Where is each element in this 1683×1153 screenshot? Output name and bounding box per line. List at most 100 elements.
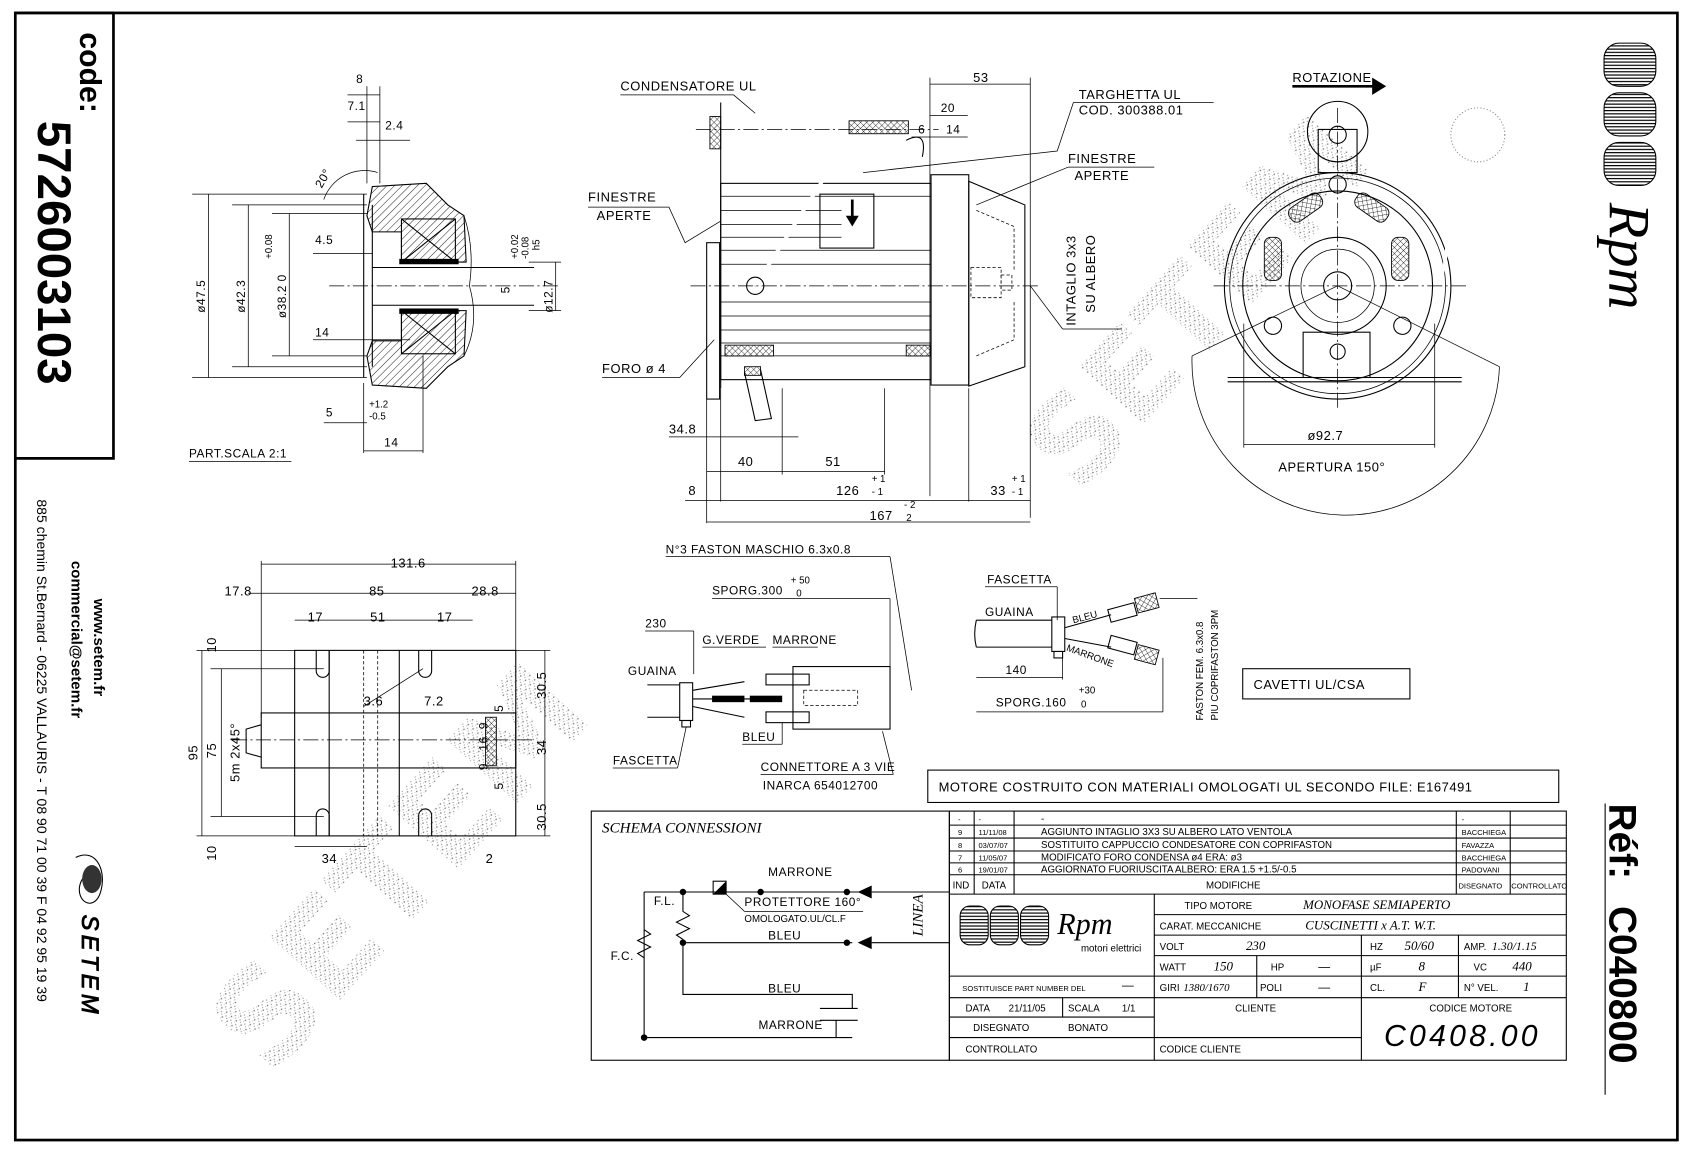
disegnato-label: DISEGNATO	[973, 1023, 1030, 1034]
dim-75: 75	[204, 743, 219, 758]
schema-linea: LINEA	[910, 893, 926, 937]
drawing-rect	[930, 174, 970, 386]
coil-logo-icon	[989, 905, 1019, 946]
revision-date: 11/11/08	[978, 828, 1006, 837]
drawing-line	[1337, 285, 1500, 368]
dim-126-tol-plus: + 1	[872, 474, 886, 485]
dim-7-2: 7.2	[424, 693, 444, 708]
rpm-title-logo: Rpm motori elettrici	[959, 905, 1141, 954]
label-su-albero: SU ALBERO	[1083, 235, 1098, 313]
carat-label: CARAT. MECCANICHE	[1160, 922, 1262, 933]
drawing-polyline	[15, 11, 115, 460]
drawing-rect	[1133, 644, 1160, 666]
drawing-circle	[679, 888, 687, 896]
drawing-path	[602, 339, 715, 378]
code-label: code:	[73, 32, 106, 113]
dim-10-top: 10	[204, 637, 219, 652]
dim-4-5: 4.5	[315, 233, 333, 247]
revision-date: -	[978, 815, 981, 824]
drawing-g	[1263, 192, 1410, 281]
schema-marrone-low: MARRONE	[758, 1018, 822, 1032]
vel-value: 1	[1523, 979, 1529, 994]
disegnato-value: BONATO	[1068, 1023, 1108, 1034]
dim-5: 5	[326, 405, 333, 419]
dim-51: 51	[825, 454, 840, 469]
dim-28-8: 28.8	[472, 583, 499, 598]
vel-label: N° VEL.	[1464, 983, 1499, 994]
drawing-rect	[1051, 616, 1066, 653]
dim-tol2-minus: -0.08	[521, 237, 532, 259]
tipo-motore-value: MONOFASE SEMIAPERTO	[1302, 897, 1451, 912]
cavetti-text: CAVETTI UL/CSA	[1254, 677, 1366, 692]
rpm-brand-logo: Rpm	[1596, 42, 1661, 310]
email-link[interactable]: commercial@setem.fr	[67, 561, 84, 718]
carat-value: CUSCINETTI x A.T. W.T.	[1305, 918, 1436, 933]
title-logo-name: Rpm	[1056, 907, 1112, 941]
dim-53: 53	[973, 70, 988, 85]
drawing-line	[725, 893, 745, 912]
revision-header-desc: MODIFICHE	[1206, 881, 1261, 892]
schema-bleu-low: BLEU	[768, 981, 801, 995]
drawing-g	[636, 880, 950, 1041]
dim-34-8: 34.8	[669, 422, 696, 437]
drawing-rect	[1317, 128, 1358, 174]
drawing-g	[612, 556, 912, 775]
dim-33-tol-plus: + 1	[1012, 474, 1026, 485]
dim-dia-92-7: ø92.7	[1307, 428, 1343, 443]
dim-126: 126	[836, 483, 859, 498]
drawing-g	[640, 885, 872, 1041]
dim-34-bottom: 34	[322, 851, 337, 866]
watt-label: WATT	[1160, 963, 1186, 974]
drawing-rect	[1302, 331, 1371, 379]
dim-dia-47-5: ø47.5	[194, 280, 208, 313]
label-finestre-right: FINESTRE	[1068, 151, 1136, 166]
motor-side-view: CONDENSATORE UL FINESTRE APERTE 53 20 6 …	[588, 70, 1214, 524]
drawing-circle	[640, 1034, 648, 1041]
drawing-rect	[1391, 236, 1410, 281]
drawing-rect	[927, 769, 1560, 804]
revision-drawn: BACCHIEGA	[1462, 854, 1507, 863]
sostituisce-value: —	[1122, 978, 1134, 992]
sporg-160-tol-minus: 0	[1081, 700, 1087, 711]
label-foro: FORO ø 4	[602, 361, 666, 376]
scala-label: SCALA	[1068, 1004, 1100, 1015]
connector-drawing: N°3 FASTON MASCHIO 6.3x0.8 SPORG.300 + 5…	[612, 542, 912, 793]
drawing-rect	[848, 120, 909, 135]
revision-ind: 8	[958, 841, 962, 850]
tipo-motore-label: TIPO MOTORE	[1184, 901, 1252, 912]
revision-desc: SOSTITUITO CAPPUCCIO CONDESATORE CON COP…	[1041, 840, 1332, 851]
drawing-path	[245, 724, 262, 758]
drawing-path	[753, 136, 907, 287]
dim-167: 167	[870, 508, 893, 523]
dim-20: 20	[941, 101, 955, 115]
dim-14-bottom: 14	[384, 436, 398, 450]
drawing-rect	[743, 366, 762, 376]
ul-notice: MOTORE COSTRUITO CON MATERIALI OMOLOGATI…	[927, 769, 1560, 804]
revision-drawn: BACCHIEGA	[1462, 828, 1507, 837]
dim-131-6: 131.6	[391, 555, 426, 570]
volt-value: 230	[1246, 938, 1266, 953]
motor-bottom-view: 131.6 17.8 85 28.8 17 51 17 10 95 75 5m …	[186, 555, 551, 866]
revision-date: 19/01/07	[978, 866, 1007, 875]
drawing-path	[819, 1007, 858, 1038]
drawing-path	[315, 650, 330, 678]
label-g-verde: G.VERDE	[702, 633, 759, 647]
revision-header-checked: CONTROLLATO	[1511, 882, 1567, 891]
product-code: 5726003103	[27, 121, 80, 385]
website-link[interactable]: www.setem.fr	[90, 598, 107, 697]
drawing-path	[401, 310, 456, 355]
dim-14: 14	[315, 326, 329, 340]
drawing-path	[976, 209, 1015, 357]
label-aperte-right: APERTE	[1074, 168, 1129, 183]
reference-value: C040800	[1600, 906, 1643, 1064]
vc-value: 440	[1512, 959, 1532, 974]
wiring-schema: SCHEMA CONNESSIONI MARRONE F.L. PROTETTO…	[590, 810, 950, 1061]
drawing-circle	[757, 888, 764, 896]
schema-omologato: OMOLOGATO.UL/CL.F	[744, 914, 845, 925]
drawing-rect	[803, 689, 859, 706]
drawing-rect	[1603, 42, 1657, 87]
hp-value: —	[1318, 960, 1330, 974]
label-fascetta-cable: FASCETTA	[987, 573, 1052, 587]
drawing-path	[857, 936, 872, 950]
